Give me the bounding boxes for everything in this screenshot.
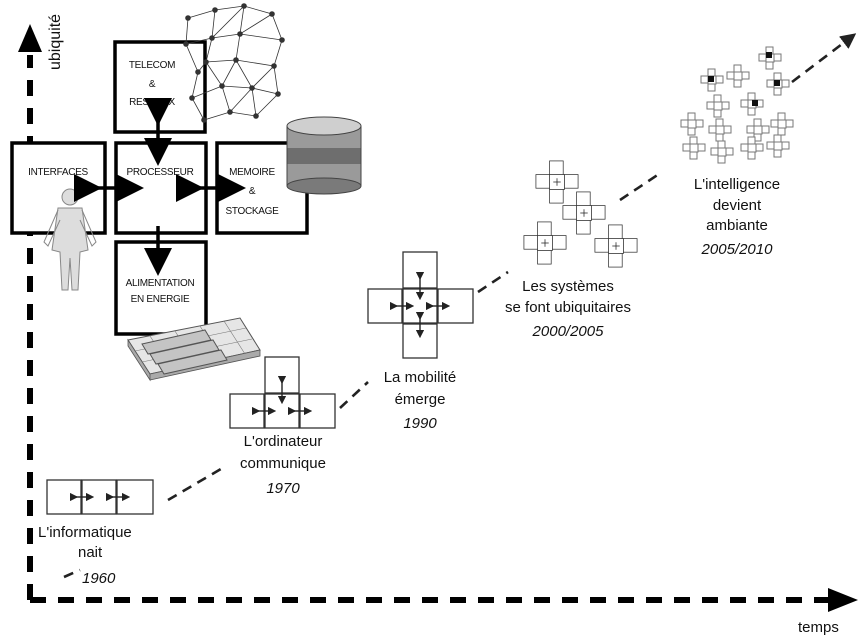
alimentation-label-2: EN ENERGIE: [131, 294, 190, 305]
era-2000-modules: [523, 160, 638, 268]
y-axis-label: ubiquité: [47, 14, 64, 70]
era-5-line3: ambiante: [706, 217, 768, 234]
battery-pack-icon: [127, 317, 261, 382]
x-axis-arrowhead: [828, 588, 858, 612]
era-3-line2: émerge: [395, 391, 446, 408]
era-5-line1: L'intelligence: [694, 176, 780, 193]
telecom-label-2: &: [149, 79, 156, 90]
x-axis-label: temps: [798, 619, 839, 636]
memoire-label-3: STOCKAGE: [226, 206, 280, 217]
processeur-label: PROCESSEUR: [126, 167, 193, 178]
alimentation-label-1: ALIMENTATION: [126, 278, 195, 289]
trend-path: [63, 33, 857, 579]
era-1-line2: nait: [78, 544, 103, 561]
era-4-year: 2000/2005: [532, 323, 605, 340]
architecture-cluster: TELECOM & RESEAUX INTERFACES: [10, 3, 362, 382]
interfaces-label: INTERFACES: [28, 167, 88, 178]
telecom-box: TELECOM & RESEAUX: [113, 40, 207, 134]
connection-arrows: [74, 98, 246, 276]
era-3-year: 1990: [403, 415, 437, 432]
era-2005-modules: [680, 46, 794, 164]
x-axis: [30, 588, 858, 612]
era-1-year: 1960: [82, 570, 116, 587]
network-mesh-icon: [183, 3, 285, 123]
era-4-line2: se font ubiquitaires: [505, 299, 631, 316]
y-axis-arrowhead: [18, 24, 42, 52]
era-1970-modules: [229, 356, 336, 429]
era-3-line1: La mobilité: [384, 369, 457, 386]
era-5-year: 2005/2010: [701, 241, 774, 258]
human-body-icon: [43, 188, 97, 291]
era-1990-modules: [367, 251, 474, 359]
era-5-line2: devient: [713, 197, 762, 214]
era-2-line1: L'ordinateur: [244, 433, 323, 450]
memoire-label-2: &: [249, 186, 256, 197]
memoire-label-1: MEMOIRE: [229, 167, 275, 178]
y-axis: [18, 24, 42, 600]
database-cylinder-icon: [286, 116, 362, 195]
era-1-line1: L'informatique: [38, 524, 132, 541]
era-2-line2: communique: [240, 455, 326, 472]
alimentation-box: ALIMENTATION EN ENERGIE: [114, 240, 208, 336]
telecom-label-1: TELECOM: [129, 60, 175, 71]
era-1960-modules: [46, 479, 154, 515]
era-2-year: 1970: [266, 480, 300, 497]
era-4-line1: Les systèmes: [522, 278, 614, 295]
telecom-label-3: RESEAUX: [129, 97, 175, 108]
